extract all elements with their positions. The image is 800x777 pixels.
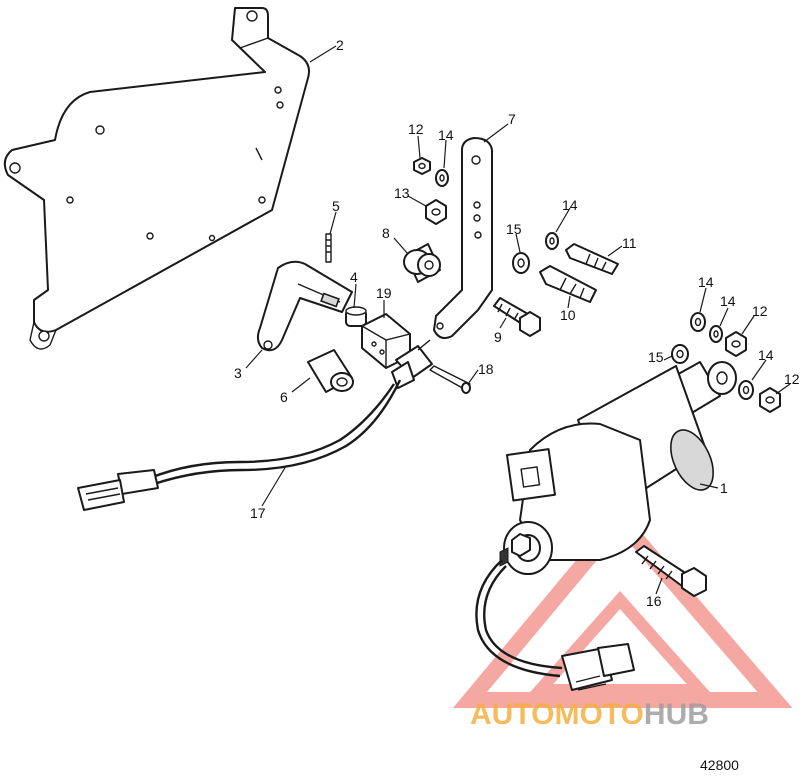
callout-16: 16: [646, 593, 662, 609]
callout-10: 10: [560, 307, 576, 323]
washer-14-right-b: [709, 325, 723, 343]
washer-14-right-a: [690, 312, 706, 332]
callout-19: 19: [376, 285, 392, 301]
washer-15: [512, 252, 530, 274]
callout-4: 4: [350, 269, 358, 285]
callout-13: 13: [394, 185, 410, 201]
nut-12-right-a: [725, 331, 747, 357]
vertical-link: [433, 137, 493, 339]
roller-8: [403, 243, 441, 283]
wire-harness-17: [77, 379, 402, 511]
callout-8: 8: [382, 225, 390, 241]
nut-12-right-b: [759, 387, 781, 413]
callout-15-mid: 15: [506, 221, 522, 237]
stud-10: [539, 265, 597, 303]
callout-14-top: 14: [438, 127, 454, 143]
callout-labels: 1 2 3 4 5 6 7 8 9 10 11 12 12 12 13 14 1…: [234, 37, 800, 609]
callout-3: 3: [234, 365, 242, 381]
figure-number: 42800: [700, 757, 739, 773]
spring-pin: [325, 233, 332, 263]
callout-14-mid: 14: [562, 197, 578, 213]
screw-18: [429, 365, 471, 394]
callout-14-right-a: 14: [698, 274, 714, 290]
stud-11: [565, 243, 619, 275]
leader-lines: [245, 45, 791, 595]
callout-14-right-b: 14: [720, 293, 736, 309]
callout-14-right-c: 14: [758, 347, 774, 363]
callout-12-top: 12: [408, 121, 424, 137]
bracket-plate: [3, 7, 310, 350]
actuator-motor: [499, 361, 737, 575]
inline-connector: [391, 339, 433, 389]
callout-6: 6: [280, 389, 288, 405]
svg-text:AUTOMOTOHUB: AUTOMOTOHUB: [470, 698, 709, 731]
bolt-9: [493, 297, 541, 337]
callout-18: 18: [478, 361, 494, 377]
callout-7: 7: [508, 111, 516, 127]
lever-arm: [256, 260, 353, 352]
washer-14-right-c: [738, 380, 754, 400]
watermark-triangle: [452, 507, 793, 708]
washer-14-mid: [545, 232, 559, 250]
washer-15-right: [671, 344, 689, 364]
callout-1: 1: [720, 480, 728, 496]
callout-11: 11: [622, 235, 637, 251]
callout-17: 17: [250, 505, 266, 521]
callout-15-right: 15: [648, 349, 664, 365]
callout-12-right-a: 12: [752, 303, 768, 319]
callout-5: 5: [332, 198, 340, 214]
nut-12-top: [413, 157, 431, 175]
washer-14-top: [435, 169, 449, 187]
bushing-4: [345, 306, 367, 327]
watermark-text-primary: AUTOMOTO: [470, 698, 644, 731]
nut-13: [425, 199, 447, 225]
bolt-16: [635, 545, 707, 597]
callout-2: 2: [336, 37, 344, 53]
watermark-text-secondary: HUB: [644, 698, 709, 731]
spacer-6: [307, 349, 354, 393]
callout-12-right-b: 12: [784, 371, 800, 387]
motor-cable: [475, 559, 635, 691]
watermark-logo: AUTOMOTOHUB: [470, 698, 709, 731]
callout-9: 9: [494, 329, 502, 345]
